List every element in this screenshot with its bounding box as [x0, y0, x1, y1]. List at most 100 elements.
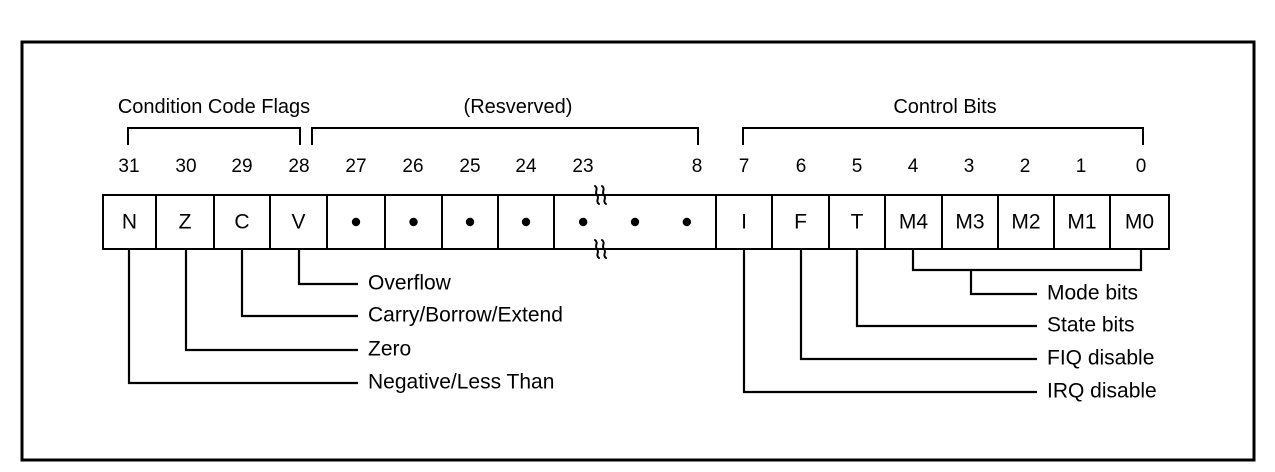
- callout-state-bits-leader: [855, 249, 1037, 328]
- bit-number-24: 24: [515, 156, 537, 177]
- callout-carry: Carry/Borrow/Extend: [240, 249, 563, 327]
- mode-bits-bracket-path: [911, 249, 1143, 272]
- group-title-control-bits: Control Bits: [893, 96, 996, 118]
- callout-irq-disable-leader: [742, 249, 1037, 394]
- cell-m2: M2: [997, 194, 1055, 250]
- cell-n: N: [102, 194, 157, 250]
- bit-number-1: 1: [1076, 156, 1087, 177]
- mode-bits-bracket: [911, 249, 1143, 272]
- callout-mode-bits: Mode bits: [969, 270, 1138, 305]
- bit-number-31: 31: [118, 156, 139, 177]
- callout-fiq-disable-leader: [799, 249, 1037, 361]
- cell-bit24: [497, 194, 555, 250]
- cell-bit26: [384, 194, 443, 250]
- callout-fiq-disable: FIQ disable: [799, 249, 1154, 370]
- group-titles: Condition Code Flags (Resverved) Control B…: [118, 96, 997, 118]
- bit-number-30: 30: [175, 156, 196, 177]
- callout-fiq-disable-label: FIQ disable: [1047, 347, 1154, 370]
- break-marks: [594, 185, 607, 259]
- group-brackets: [127, 127, 1144, 145]
- callout-zero: Zero: [184, 249, 411, 361]
- cell-m1-box: [1053, 194, 1111, 250]
- cell-bits-23-8-dot-1: [578, 217, 588, 227]
- bit-number-28: 28: [288, 156, 309, 177]
- bit-number-2: 2: [1020, 156, 1031, 177]
- callouts-left: OverflowCarry/Borrow/ExtendZeroNegative/…: [127, 249, 563, 394]
- cell-bits-23-8: [553, 194, 717, 250]
- group-bracket-control-bits: [742, 127, 1144, 145]
- bit-number-26: 26: [402, 156, 423, 177]
- callout-overflow-leader: [297, 249, 358, 286]
- cell-bit25-dot: [465, 217, 475, 227]
- bit-number-4: 4: [908, 156, 919, 177]
- cell-bits-23-8-dot-3: [682, 217, 692, 227]
- cell-i-label: I: [741, 211, 747, 234]
- cell-z-label: Z: [179, 211, 192, 234]
- cell-z: Z: [155, 194, 215, 250]
- bit-number-5: 5: [852, 156, 863, 177]
- cell-m2-label: M2: [1011, 211, 1040, 234]
- cell-i: I: [715, 194, 773, 250]
- callout-irq-disable: IRQ disable: [742, 249, 1157, 403]
- cell-f: F: [771, 194, 830, 250]
- bit-number-8: 8: [692, 156, 703, 177]
- cell-bit27: [326, 194, 386, 250]
- cell-m4-label: M4: [899, 211, 928, 234]
- callout-zero-leader: [184, 249, 358, 352]
- callout-state-bits: State bits: [855, 249, 1135, 337]
- callout-mode-bits-leader: [969, 270, 1037, 296]
- callout-overflow: Overflow: [297, 249, 452, 295]
- cell-m0: M0: [1109, 194, 1170, 250]
- cell-bit26-dot: [409, 217, 418, 227]
- callout-zero-label: Zero: [368, 338, 411, 361]
- cell-v-label: V: [291, 211, 305, 234]
- callout-carry-leader: [240, 249, 358, 318]
- cell-m0-label: M0: [1125, 211, 1154, 234]
- callout-carry-label: Carry/Borrow/Extend: [368, 304, 563, 327]
- cell-c-label: C: [234, 211, 249, 234]
- callout-negative-label: Negative/Less Than: [368, 371, 554, 394]
- group-title-reserved: (Resverved): [464, 96, 573, 118]
- cell-bit24-dot: [521, 217, 531, 227]
- bit-number-25: 25: [459, 156, 480, 177]
- cell-t: T: [828, 194, 886, 250]
- cell-c: C: [213, 194, 271, 250]
- callout-irq-disable-label: IRQ disable: [1047, 380, 1157, 403]
- group-bracket-condition-code-flags: [127, 127, 301, 145]
- bit-number-29: 29: [231, 156, 252, 177]
- cell-t-label: T: [851, 211, 864, 234]
- cell-m1: M1: [1053, 194, 1111, 250]
- group-bracket-reserved: [311, 127, 699, 145]
- callout-overflow-label: Overflow: [368, 272, 452, 295]
- bit-number-3: 3: [964, 156, 975, 177]
- cell-t-box: [828, 194, 886, 250]
- cell-bit27-dot: [351, 217, 361, 227]
- cell-m3: M3: [941, 194, 999, 250]
- bit-number-27: 27: [345, 156, 366, 177]
- break-mark-2: [594, 239, 607, 259]
- bit-number-6: 6: [796, 156, 807, 177]
- cell-m1-label: M1: [1067, 211, 1096, 234]
- cell-m4: M4: [884, 194, 943, 250]
- cell-m3-label: M3: [955, 211, 984, 234]
- cell-m0-box: [1109, 194, 1170, 250]
- callout-mode-bits-label: Mode bits: [1047, 282, 1138, 305]
- cell-n-label: N: [122, 211, 137, 234]
- callout-negative: Negative/Less Than: [127, 249, 554, 394]
- cell-bit25: [441, 194, 499, 250]
- cell-bits-23-8-dot-2: [630, 217, 640, 227]
- break-mark-1: [594, 185, 607, 205]
- cell-v-box: [269, 194, 328, 250]
- bit-number-0: 0: [1136, 156, 1147, 177]
- bit-number-7: 7: [739, 156, 750, 177]
- cell-f-box: [771, 194, 830, 250]
- cell-v: V: [269, 194, 328, 250]
- callout-state-bits-label: State bits: [1047, 314, 1135, 337]
- group-title-condition-code-flags: Condition Code Flags: [118, 96, 310, 118]
- callout-negative-leader: [127, 249, 358, 385]
